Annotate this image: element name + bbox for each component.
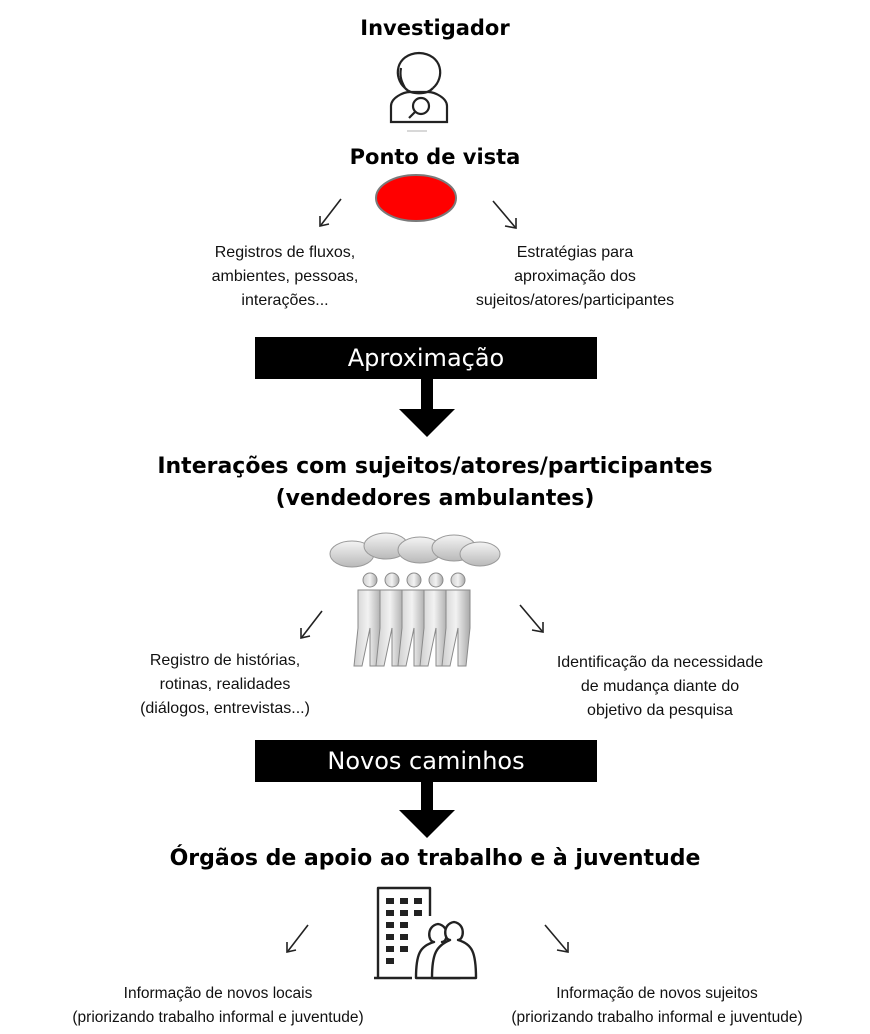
text-line: (diálogos, entrevistas...): [140, 700, 310, 717]
text-line: ambientes, pessoas,: [211, 268, 359, 285]
divider: [407, 130, 427, 132]
office-building-people-icon: [374, 886, 478, 980]
viewpoint-marker: [375, 174, 457, 222]
interactions-left-text: Registro de histórias, rotinas, realidad…: [95, 649, 355, 721]
text-line: (priorizando trabalho informal e juventu…: [511, 1009, 803, 1026]
arrow-down-icon: [399, 379, 455, 437]
investigator-magnifier-icon: [389, 51, 449, 124]
arrow-down-right-icon: [544, 924, 569, 953]
organs-left-text: Informação de novos locais (priorizando …: [0, 982, 436, 1030]
organs-right-text: Informação de novos sujeitos (priorizand…: [448, 982, 866, 1030]
viewpoint-left-text: Registros de fluxos, ambientes, pessoas,…: [170, 241, 400, 313]
text-line: Estratégias para: [516, 244, 634, 261]
title-line: (vendedores ambulantes): [275, 486, 595, 511]
arrow-down-right-icon: [492, 200, 517, 229]
text-line: aproximação dos: [514, 268, 636, 285]
viewpoint-right-text: Estratégias para aproximação dos sujeito…: [425, 241, 725, 313]
arrow-down-left-icon: [286, 924, 309, 953]
text-line: interações...: [241, 292, 329, 309]
text-line: Identificação da necessidade: [556, 654, 764, 671]
title-line: Interações com sujeitos/atores/participa…: [157, 454, 713, 479]
arrow-down-icon: [399, 782, 455, 838]
interactions-title: Interações com sujeitos/atores/participa…: [0, 451, 870, 515]
new-paths-bar: Novos caminhos: [255, 740, 597, 782]
people-talking-icon: [329, 532, 501, 667]
text-line: Informação de novos locais: [123, 985, 313, 1002]
text-line: objetivo da pesquisa: [587, 702, 733, 719]
text-line: sujeitos/atores/participantes: [475, 292, 675, 309]
interactions-right-text: Identificação da necessidade de mudança …: [505, 651, 815, 723]
text-line: Registros de fluxos,: [214, 244, 356, 261]
organs-title: Órgãos de apoio ao trabalho e à juventud…: [169, 846, 701, 871]
text-line: rotinas, realidades: [159, 676, 291, 693]
text-line: Registro de histórias,: [149, 652, 301, 669]
text-line: (priorizando trabalho informal e juventu…: [72, 1009, 364, 1026]
text-line: Informação de novos sujeitos: [556, 985, 758, 1002]
investigator-title: Investigador: [360, 16, 510, 40]
arrow-down-left-icon: [319, 198, 342, 227]
approach-bar: Aproximação: [255, 337, 597, 379]
text-line: de mudança diante do: [580, 678, 740, 695]
arrow-down-left-icon: [300, 610, 323, 639]
viewpoint-title: Ponto de vista: [349, 145, 521, 169]
arrow-down-right-icon: [519, 604, 544, 633]
